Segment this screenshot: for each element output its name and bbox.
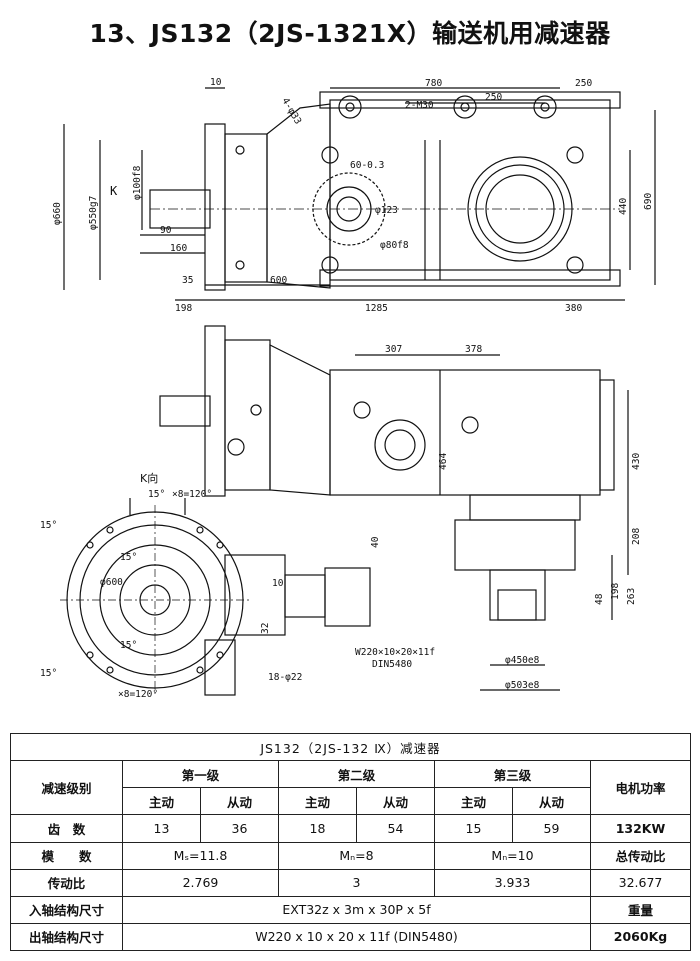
dim-430: 430 xyxy=(631,453,642,470)
driver-header: 主动 xyxy=(122,787,201,816)
teeth-value: 13 xyxy=(122,814,201,843)
dim-15d: 15° xyxy=(120,640,137,651)
dim-690: 690 xyxy=(643,193,654,210)
table-caption: JS132（2JS-132 Ⅸ）减速器 xyxy=(10,732,691,762)
dim-spline: W220×10×20×11f xyxy=(355,647,435,658)
table-row: 传动比 2.769 3 3.933 32.677 xyxy=(10,868,691,897)
dim-32: 32 xyxy=(260,623,271,634)
ratio-label: 传动比 xyxy=(10,868,123,897)
dim-40: 40 xyxy=(370,536,381,548)
dim-phi550: φ550g7 xyxy=(88,196,99,230)
dim-15a: 15° xyxy=(148,489,165,500)
dim-phi123: φ123 xyxy=(375,205,398,216)
teeth-value: 54 xyxy=(356,814,435,843)
dim-phi660: φ660 xyxy=(52,202,63,225)
dim-48: 48 xyxy=(594,593,605,605)
dim-k: K xyxy=(110,184,118,198)
dim-198-front: 198 xyxy=(610,583,621,600)
dim-phi80: φ80f8 xyxy=(380,240,409,251)
stage3-header: 第三级 xyxy=(434,760,591,789)
dim-600: 600 xyxy=(270,275,287,286)
teeth-label: 齿 数 xyxy=(10,814,123,843)
dim-208: 208 xyxy=(631,528,642,545)
stage1-header: 第一级 xyxy=(122,760,279,789)
dim-phi600: φ600 xyxy=(100,577,123,588)
ratio-value: 3.933 xyxy=(434,868,591,897)
dim-phi503: φ503e8 xyxy=(505,680,540,691)
dim-60: 60-0.3 xyxy=(350,160,384,171)
dim-10-top: 10 xyxy=(210,77,222,88)
spec-table: JS132（2JS-132 Ⅸ）减速器 减速级别 第一级 第二级 第三级 电机功… xyxy=(10,732,691,952)
weight-label: 重量 xyxy=(590,895,691,924)
k-view xyxy=(60,498,371,696)
dim-378: 378 xyxy=(465,344,482,355)
page-title: 13、JS132（2JS-1321X）输送机用减速器 xyxy=(89,19,611,48)
teeth-value: 59 xyxy=(512,814,591,843)
dim-phi450: φ450e8 xyxy=(505,655,540,666)
total-ratio-value: 32.677 xyxy=(590,868,691,897)
stage2-header: 第二级 xyxy=(278,760,435,789)
dim-35: 35 xyxy=(182,275,193,286)
driven-header: 从动 xyxy=(512,787,591,816)
dim-8x120a: ×8=120° xyxy=(172,489,212,500)
module-value: Mₛ=11.8 xyxy=(122,841,279,870)
dim-10-k: 10 xyxy=(272,578,284,589)
teeth-value: 15 xyxy=(434,814,513,843)
output-shaft-label: 出轴结构尺寸 xyxy=(10,922,123,952)
dim-1285: 1285 xyxy=(365,303,388,314)
driven-header: 从动 xyxy=(200,787,279,816)
technical-drawing: 10 4-φ33 780 250 2-M30 250 φ100f8 φ660 φ… xyxy=(40,77,656,700)
table-row: 出轴结构尺寸 W220 x 10 x 20 x 11f (DIN5480) 20… xyxy=(10,922,691,952)
ratio-value: 2.769 xyxy=(122,868,279,897)
dim-15b: 15° xyxy=(40,520,57,531)
dim-160: 160 xyxy=(170,243,187,254)
stage-header: 减速级别 xyxy=(10,760,123,816)
module-value: Mₙ=8 xyxy=(278,841,435,870)
total-ratio-label: 总传动比 xyxy=(590,841,691,870)
dim-464: 464 xyxy=(438,453,449,470)
top-view xyxy=(63,87,656,301)
weight-value: 2060Kg xyxy=(590,922,691,952)
module-value: Mₙ=10 xyxy=(434,841,591,870)
driver-header: 主动 xyxy=(278,787,357,816)
table-row: 齿 数 13 36 18 54 15 59 132KW xyxy=(10,814,691,843)
teeth-value: 36 xyxy=(200,814,279,843)
dim-90: 90 xyxy=(160,225,172,236)
dim-phi100: φ100f8 xyxy=(132,165,143,200)
dim-380: 380 xyxy=(565,303,582,314)
driver-header: 主动 xyxy=(434,787,513,816)
power-value: 132KW xyxy=(590,814,691,843)
table-row: 减速级别 第一级 第二级 第三级 电机功率 xyxy=(10,760,691,816)
dim-15e: 15° xyxy=(40,668,57,679)
dim-din: DIN5480 xyxy=(372,659,412,670)
dim-440: 440 xyxy=(618,198,629,215)
k-view-label: K向 xyxy=(140,471,158,485)
input-shaft-value: EXT32z x 3m x 30P x 5f xyxy=(122,895,591,924)
driven-header: 从动 xyxy=(356,787,435,816)
dim-780: 780 xyxy=(425,78,442,89)
dim-18phi22: 18-φ22 xyxy=(268,672,302,683)
dim-250a: 250 xyxy=(575,78,592,89)
dim-307: 307 xyxy=(385,344,402,355)
dim-8x120b: ×8=120° xyxy=(118,689,158,700)
dim-263: 263 xyxy=(626,588,637,605)
table-row: JS132（2JS-132 Ⅸ）减速器 xyxy=(10,732,691,762)
table-row: 模 数 Mₛ=11.8 Mₙ=8 Mₙ=10 总传动比 xyxy=(10,841,691,870)
output-shaft-value: W220 x 10 x 20 x 11f (DIN5480) xyxy=(122,922,591,952)
motor-power-header: 电机功率 xyxy=(590,760,691,816)
module-label: 模 数 xyxy=(10,841,123,870)
table-row: 入轴结构尺寸 EXT32z x 3m x 30P x 5f 重量 xyxy=(10,895,691,924)
dim-198: 198 xyxy=(175,303,192,314)
front-view xyxy=(159,325,629,691)
ratio-value: 3 xyxy=(278,868,435,897)
dim-2m30: 2-M30 xyxy=(405,100,434,111)
teeth-value: 18 xyxy=(278,814,357,843)
input-shaft-label: 入轴结构尺寸 xyxy=(10,895,123,924)
dim-15c: 15° xyxy=(120,552,137,563)
dim-250b: 250 xyxy=(485,92,502,103)
